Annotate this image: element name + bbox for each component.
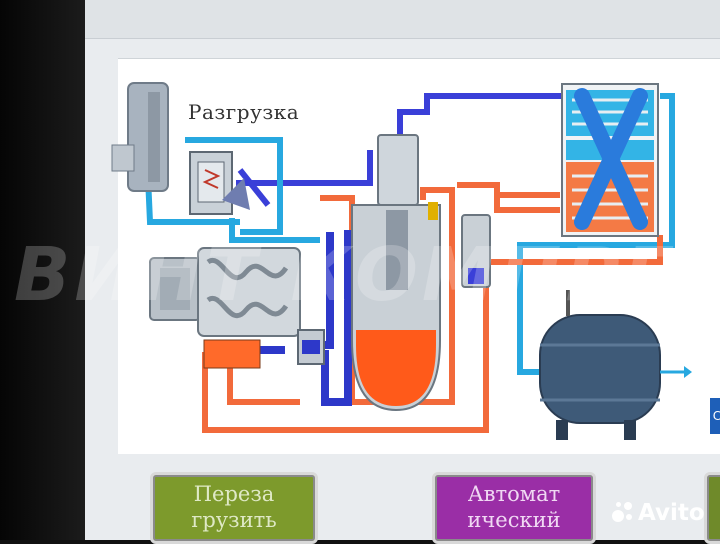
cooler	[561, 83, 659, 237]
oil-separator-tank	[351, 134, 441, 412]
automatic-mode-button[interactable]: Автомат ический	[432, 472, 596, 544]
air-filter	[111, 82, 169, 192]
thermostatic-valve	[297, 329, 325, 365]
avito-logo-icon	[612, 502, 634, 524]
air-receiver-tank	[539, 290, 692, 440]
third-mode-button[interactable]	[704, 472, 720, 544]
oil-filter	[428, 202, 491, 288]
screw-air-end	[197, 247, 301, 369]
avito-watermark: Avito	[612, 500, 705, 526]
hmi-top-bar	[85, 0, 720, 39]
intake-valve	[189, 151, 250, 215]
avito-text: Avito	[638, 500, 705, 526]
unload-status-label: Разгрузка	[188, 100, 300, 124]
seller-watermark: ВИНТ КОМПРЕССОР	[14, 232, 720, 318]
motor	[149, 257, 201, 321]
side-tab[interactable]: С	[710, 398, 720, 434]
reload-button[interactable]: Переза грузить	[150, 472, 318, 544]
